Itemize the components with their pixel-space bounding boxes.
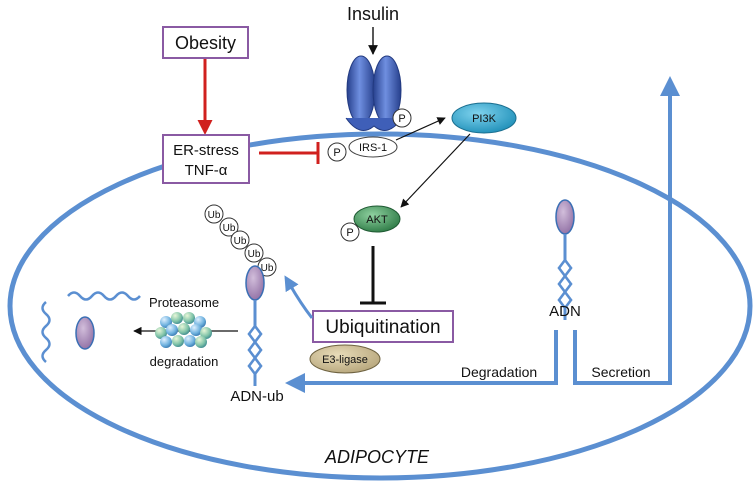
e3-ligase-oval [309,344,381,374]
irs1-oval [348,136,398,158]
ubiquitin-1-label: Ub [208,210,221,221]
proteasome-label: Proteasome [149,295,219,310]
irs1-to-pi3k-arrow [395,117,446,141]
ubiquitin-chain [204,204,277,277]
ubiquitination-box [312,310,454,343]
cell-membrane [7,131,753,481]
receptor-phospho-circle [392,108,412,128]
irs1-label: IRS-1 [359,142,387,154]
ubiquitination-to-adn-ub-arrow [284,275,314,319]
adn-protein [555,199,575,322]
ubiquitin-4-label: Ub [248,249,261,260]
obesity-box [162,26,249,59]
insulin-label: Insulin [347,4,399,24]
cell-label: ADIPOCYTE [324,447,430,467]
akt-phospho-label: P [346,227,353,239]
proteasome-icon [155,312,212,348]
secretion-label: Secretion [591,364,650,380]
adn-ub-protein [245,265,265,388]
degradation-label: Degradation [461,364,537,380]
insulin-receptor [345,55,403,131]
pi3k-to-akt-arrow [400,133,471,208]
e3-ligase-label: E3-ligase [322,354,368,366]
irs1-phospho-circle [327,142,347,162]
proteasome-degradation-label: degradation [150,354,219,369]
ubiquitin-3-label: Ub [234,236,247,247]
akt-oval [353,205,401,233]
adn-label: ADN [549,303,581,320]
secretion-arrow [573,76,680,385]
degradation-arrow [285,330,558,393]
receptor-phospho-label: P [398,113,405,125]
ubiquitin-5-label: Ub [261,263,274,274]
adn-ub-label: ADN-ub [230,388,283,405]
obesity-label: Obesity [175,33,236,53]
ubiquitin-2-label: Ub [223,223,236,234]
degraded-fragments [41,291,141,363]
akt-phospho-circle [340,222,360,242]
tnf-alpha-label: TNF-α [185,162,228,179]
akt-label: AKT [366,214,388,226]
er-stress-label: ER-stress [173,142,239,159]
irs1-phospho-label: P [333,147,340,159]
akt-inhibits-ubiquitination [360,246,386,305]
er-stress-box [162,134,250,184]
ubiquitination-label: Ubiquitination [325,317,440,338]
pi3k-label: PI3K [472,113,497,125]
stress-inhibits-irs1 [259,142,320,164]
pi3k-oval [451,102,517,134]
